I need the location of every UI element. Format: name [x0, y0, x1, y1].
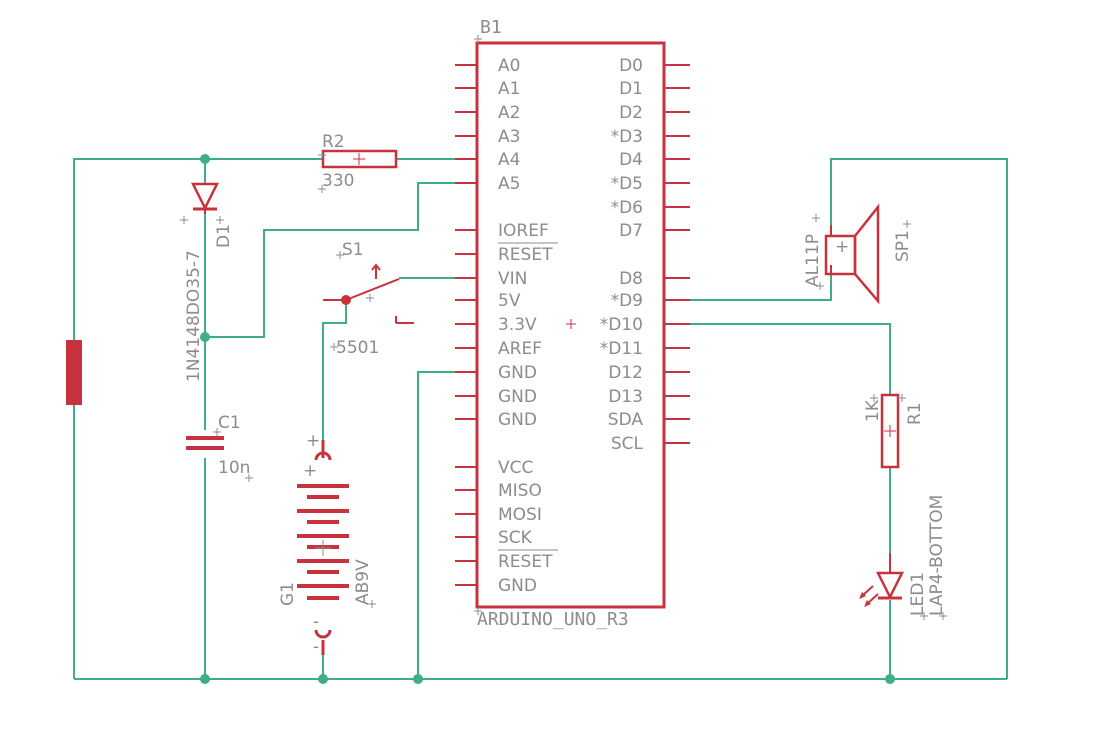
pin-label-reset: RESET: [498, 245, 553, 265]
pin-label-d10: *D10: [600, 315, 643, 335]
r2-resistor[interactable]: [321, 149, 398, 169]
s1-switch[interactable]: [323, 263, 414, 324]
junction-dot: [200, 154, 210, 164]
d10-to-r1-wire: [690, 323, 891, 395]
pin-label-a3: A3: [498, 127, 520, 147]
led1-led[interactable]: [859, 553, 905, 607]
pin-label-d7: D7: [619, 221, 643, 241]
pin-label-gnd: GND: [498, 363, 537, 383]
pin-label-d12: D12: [608, 363, 643, 383]
b1-right-pin-labels: D0 D1 D2 *D3 D4 *D5 *D6 D7 D8 *D9 *D10 *…: [600, 56, 644, 454]
b1-value-label: ARDUINO_UNO_R3: [477, 609, 629, 630]
g1-value-label: AB9V: [353, 559, 373, 605]
c1-capacitor[interactable]: [186, 436, 224, 450]
pin-label-a0: A0: [498, 56, 520, 76]
junction-dot: [200, 674, 210, 684]
g1-battery[interactable]: [297, 440, 349, 655]
pin-label-a2: A2: [498, 103, 520, 123]
r1-value-label: 1K: [863, 399, 883, 422]
led1-value-label: LAP4-BOTTOM: [927, 495, 947, 616]
pin-label-scl: SCL: [611, 434, 644, 454]
g1-minus-sign: -: [313, 637, 319, 657]
b1-name-label: B1: [480, 17, 502, 38]
g1-name-label: G1: [278, 582, 298, 606]
left-top-wire: [73, 158, 323, 340]
pin-label-d13: D13: [608, 387, 643, 407]
g1-plus-sign: +: [306, 431, 320, 451]
a5-wire: [205, 182, 455, 338]
pin-label-d5: *D5: [611, 174, 643, 194]
g1-minus-sign: -: [313, 612, 319, 632]
pin-label-d11: *D11: [600, 339, 643, 359]
b1-right-pins: [664, 64, 690, 444]
pin-label-aref: AREF: [498, 339, 542, 359]
s1-value-label: 5501: [336, 338, 379, 358]
pin-label-a1: A1: [498, 79, 520, 99]
pin-label-d9: *D9: [611, 291, 643, 311]
gnd-wire: [417, 371, 455, 679]
pin-label-sck: SCK: [498, 528, 533, 548]
pin-label-d2: D2: [619, 103, 643, 123]
r1-name-label: R1: [905, 402, 925, 425]
sensor-symbol[interactable]: [66, 340, 82, 405]
pin-label-gnd: GND: [498, 387, 537, 407]
r2-value-label: 330: [322, 171, 354, 191]
s1-name-label: S1: [342, 240, 364, 260]
d9-to-speaker-wire: [690, 265, 832, 301]
sp1-name-label: SP1: [893, 230, 913, 262]
speaker-return-wire: [830, 158, 1008, 679]
pin-label-d6: *D6: [611, 198, 643, 218]
pin-label-gnd: GND: [498, 410, 537, 430]
d1-value-label: 1N4148DO35-7: [184, 250, 204, 382]
pin-label-5v: 5V: [498, 291, 521, 311]
junctions: [200, 154, 895, 684]
pin-label-3v3: 3.3V: [498, 315, 537, 335]
pin-label-a5: A5: [498, 174, 520, 194]
pin-label-sda: SDA: [608, 410, 644, 430]
pin-label-mosi: MOSI: [498, 505, 542, 525]
c1-name-label: C1: [218, 413, 241, 433]
pin-label-a4: A4: [498, 150, 520, 170]
d1-diode[interactable]: [190, 182, 220, 214]
c1-value-label: 10n: [218, 458, 250, 478]
b1-left-pins: [455, 64, 477, 586]
pin-label-d0: D0: [619, 56, 643, 76]
junction-dot: [200, 332, 210, 342]
pin-label-gnd: GND: [498, 576, 537, 596]
pin-label-d4: D4: [619, 150, 643, 170]
led1-name-label: LED1: [908, 572, 928, 616]
pin-label-d3: *D3: [611, 127, 643, 147]
b1-left-pin-labels: A0 A1 A2 A3 A4 A5 IOREF RESET VIN 5V 3.3…: [498, 56, 553, 596]
sp1-plus-sign: +: [835, 237, 849, 257]
junction-dot: [885, 674, 895, 684]
switch-to-battery-wire: [322, 300, 347, 440]
g1-plus-sign: +: [303, 461, 317, 481]
sp1-speaker[interactable]: [824, 203, 880, 305]
pin-label-d8: D8: [619, 269, 643, 289]
wires: [73, 158, 1008, 680]
pin-label-vcc: VCC: [498, 458, 533, 478]
sp1-value-label: AL11P: [803, 234, 823, 287]
pin-label-ioref: IOREF: [498, 221, 549, 241]
junction-dot: [413, 674, 423, 684]
r2-name-label: R2: [322, 132, 345, 152]
pin-label-d1: D1: [619, 79, 643, 99]
pin-label-reset: RESET: [498, 552, 553, 572]
d1-name-label: D1: [214, 224, 234, 248]
r1-resistor[interactable]: [880, 393, 900, 469]
pin-label-miso: MISO: [498, 481, 542, 501]
pin-label-vin: VIN: [498, 269, 527, 289]
junction-dot: [318, 674, 328, 684]
